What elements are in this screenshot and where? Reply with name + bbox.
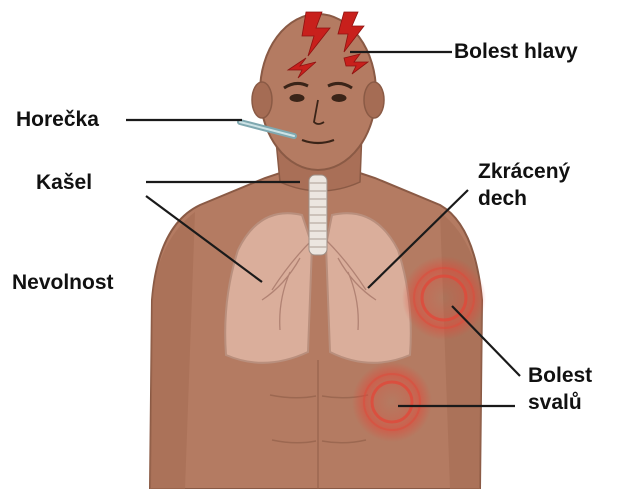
label-shortness-of-breath-line2: dech xyxy=(478,186,527,212)
label-muscle-pain-line1: Bolest xyxy=(528,363,592,389)
label-nausea: Nevolnost xyxy=(12,270,114,296)
label-muscle-pain-line2: svalů xyxy=(528,390,582,416)
label-fever: Horečka xyxy=(16,107,99,133)
label-shortness-of-breath-line1: Zkrácený xyxy=(478,159,570,185)
muscle-pain-glow-side xyxy=(352,362,432,442)
left-ear xyxy=(252,82,272,118)
right-ear xyxy=(364,82,384,118)
label-cough: Kašel xyxy=(36,170,92,196)
label-headache: Bolest hlavy xyxy=(454,39,578,65)
trachea xyxy=(309,175,327,255)
